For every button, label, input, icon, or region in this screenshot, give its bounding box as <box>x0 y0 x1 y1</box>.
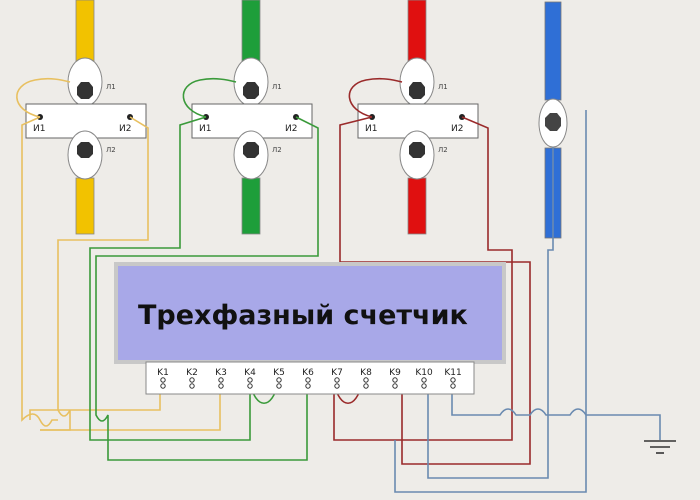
terminal-screw-icon <box>247 377 253 383</box>
terminal-label: K7 <box>331 368 343 378</box>
current-transformer-2: И1 И2 Л1 Л2 <box>191 57 313 180</box>
terminal-screw-icon <box>276 377 282 383</box>
terminal-screw-icon <box>189 377 195 383</box>
three-phase-meter: Трехфазный счетчик <box>114 262 506 395</box>
meter-title: Трехфазный счетчик <box>138 300 468 331</box>
wiring-phase-red <box>333 77 531 465</box>
bolt-icon <box>409 142 425 158</box>
terminal-screw-icon <box>160 377 166 383</box>
primary-terminal-l2-label: Л2 <box>106 146 116 154</box>
terminal-label: K8 <box>360 368 372 378</box>
terminal-label: K10 <box>415 368 433 378</box>
bolt-icon <box>243 142 259 158</box>
primary-terminal-l1-label: Л1 <box>438 83 448 91</box>
terminal-label: K2 <box>186 368 198 378</box>
terminal-screw-icon <box>421 377 427 383</box>
terminal-screw-icon <box>421 383 427 389</box>
bolt-icon <box>545 113 561 131</box>
ground-icon <box>644 440 676 454</box>
primary-terminal-l1-label: Л1 <box>106 83 116 91</box>
terminal-screw-icon <box>276 383 282 389</box>
secondary-terminal-i1-label: И1 <box>365 124 377 134</box>
terminal-row: K1 K2 K3 K4 K5 K6 K7 K8 K9 K10 K11 <box>157 368 462 389</box>
terminal-screw-icon <box>363 377 369 383</box>
phase-busbar-green <box>241 0 261 235</box>
terminal-screw-icon <box>305 377 311 383</box>
primary-terminal-l1-label: Л1 <box>272 83 282 91</box>
terminal-label: K11 <box>444 368 461 378</box>
terminal-screw-icon <box>189 383 195 389</box>
bolt-icon <box>77 142 93 158</box>
terminal-label: K6 <box>302 368 314 378</box>
terminal-screw-icon <box>305 383 311 389</box>
terminal-screw-icon <box>334 377 340 383</box>
terminal-label: K4 <box>244 368 256 378</box>
terminal-screw-icon <box>392 383 398 389</box>
terminal-screw-icon <box>392 377 398 383</box>
secondary-terminal-i2-label: И2 <box>119 124 131 134</box>
current-transformer-3: И1 И2 Л1 Л2 <box>357 57 479 180</box>
wiring-phase-yellow <box>16 77 221 431</box>
terminal-screw-icon <box>218 377 224 383</box>
terminal-label: K5 <box>273 368 285 378</box>
secondary-terminal-i1-label: И1 <box>33 124 45 134</box>
terminal-label: K1 <box>157 368 169 378</box>
terminal-label: K3 <box>215 368 227 378</box>
terminal-screw-icon <box>363 383 369 389</box>
primary-terminal-l2-label: Л2 <box>272 146 282 154</box>
bolt-icon <box>77 82 93 99</box>
terminal-screw-icon <box>247 383 253 389</box>
secondary-terminal-i1-label: И1 <box>199 124 211 134</box>
secondary-terminal-i2-label: И2 <box>285 124 297 134</box>
terminal-label: K9 <box>389 368 401 378</box>
bolt-icon <box>409 82 425 99</box>
current-transformer-1: И1 И2 Л1 Л2 <box>25 57 147 180</box>
terminal-block <box>145 361 475 395</box>
terminal-screw-icon <box>218 383 224 389</box>
wiring-neutral <box>394 110 661 493</box>
terminal-screw-icon <box>450 383 456 389</box>
terminal-screw-icon <box>334 383 340 389</box>
secondary-terminal-i2-label: И2 <box>451 124 463 134</box>
primary-terminal-l2-label: Л2 <box>438 146 448 154</box>
terminal-screw-icon <box>450 377 456 383</box>
terminal-screw-icon <box>160 383 166 389</box>
bolt-icon <box>243 82 259 99</box>
